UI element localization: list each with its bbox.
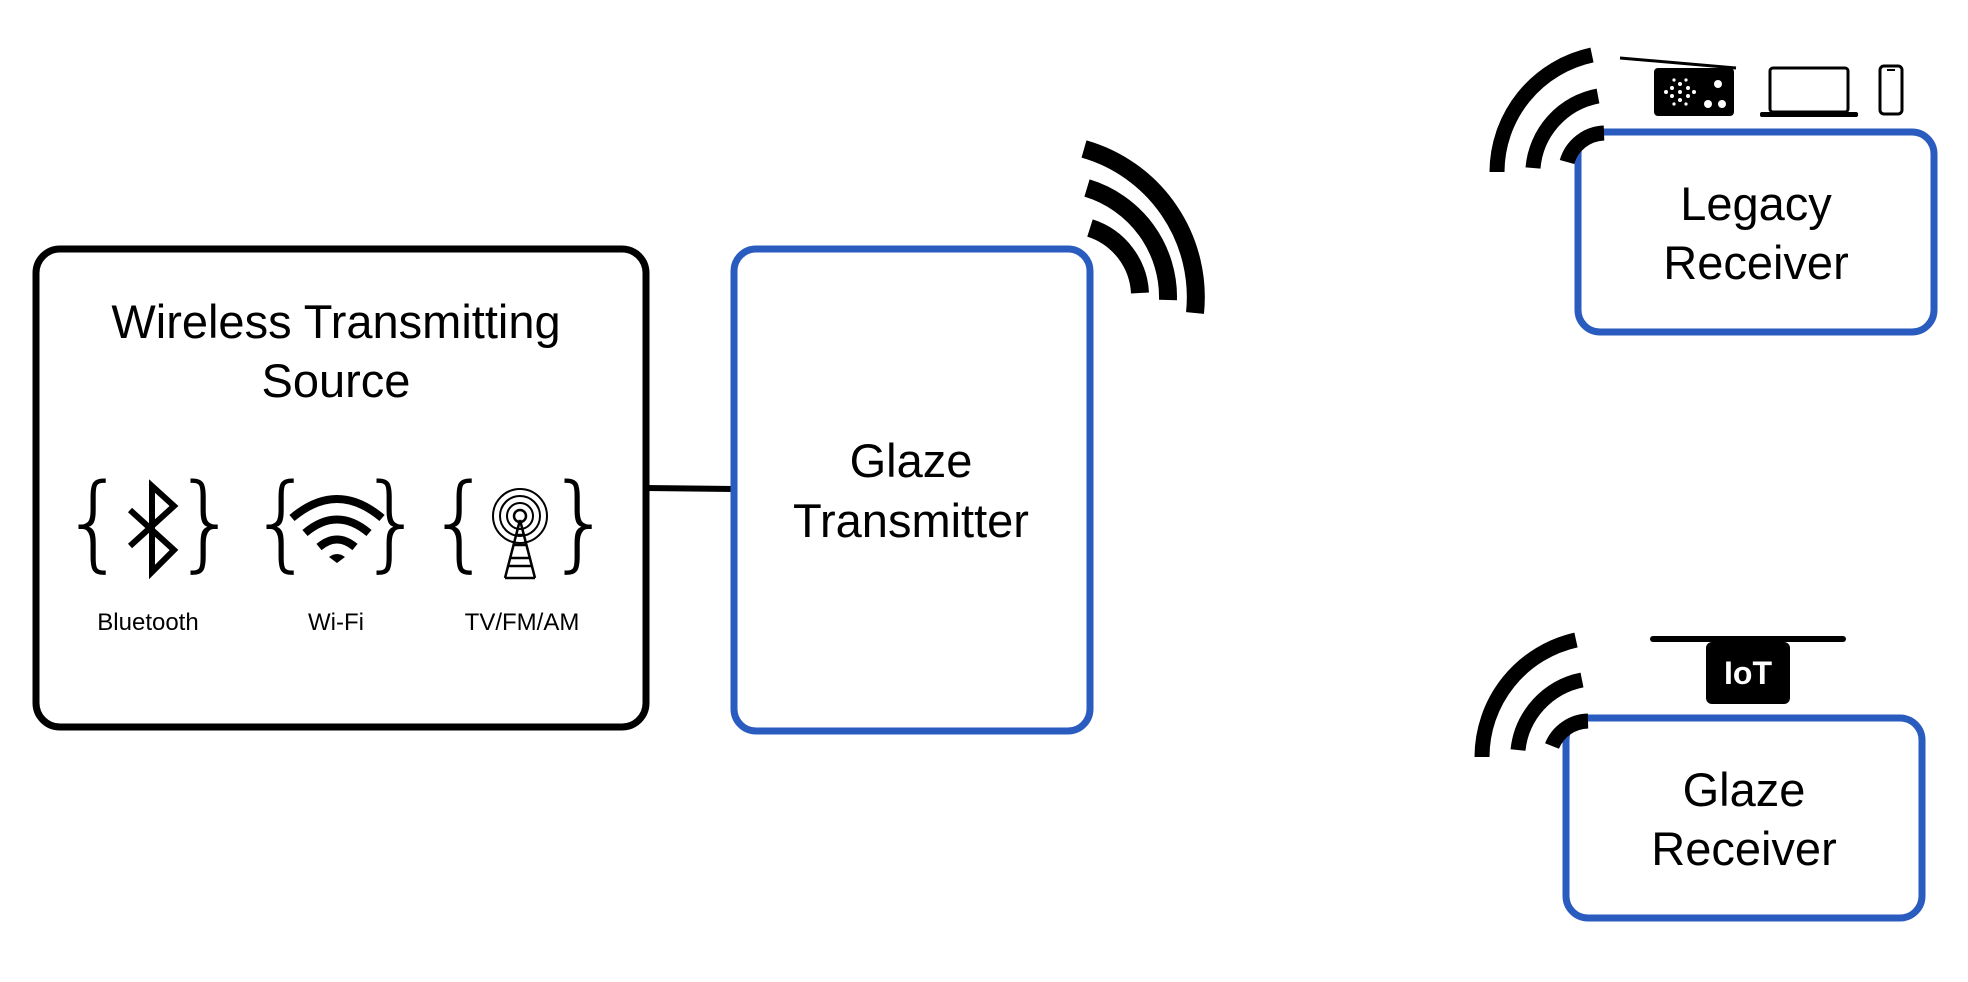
wireless-source-title-line2: Source: [262, 354, 411, 407]
bluetooth-icon: { }: [61, 461, 239, 583]
svg-text:}: }: [547, 461, 613, 583]
tv-fm-am-label: TV/FM/AM: [465, 609, 580, 636]
wifi-label: Wi-Fi: [308, 609, 364, 636]
legacy-signal-waves-icon: [1489, 47, 1605, 173]
glaze-receiver-title-line1: Glaze: [1683, 763, 1806, 816]
wireless-source-box: Wireless Transmitting Source { } Bluetoo…: [32, 245, 650, 731]
glaze-receiver-signal-waves-icon: [1474, 632, 1589, 758]
glaze-transmitter-title-line1: Glaze: [850, 434, 973, 487]
source-to-transmitter-connector: [645, 485, 735, 492]
bluetooth-label: Bluetooth: [97, 609, 198, 636]
glaze-transmitter-frame: [730, 245, 1094, 735]
laptop-icon: [1760, 66, 1858, 117]
phone-icon: [1878, 64, 1904, 116]
svg-text:{: {: [61, 461, 127, 583]
radio-tower-icon: { }: [427, 461, 613, 583]
glaze-receiver-frame: [1562, 714, 1926, 922]
glaze-transmitter-box: Glaze Transmitter: [730, 245, 1094, 735]
wifi-icon: { }: [249, 461, 425, 583]
iot-label: IoT: [1724, 655, 1772, 691]
svg-text:{: {: [427, 461, 493, 583]
svg-text:}: }: [173, 461, 239, 583]
radio-icon: [1619, 56, 1737, 116]
glaze-receiver-box: Glaze Receiver: [1562, 714, 1926, 922]
transmitter-signal-waves-icon: [1081, 140, 1205, 314]
svg-text:{: {: [249, 461, 315, 583]
legacy-receiver-title-line1: Legacy: [1680, 177, 1832, 230]
glaze-transmitter-title-line2: Transmitter: [793, 494, 1029, 547]
iot-device-icon: IoT: [1650, 636, 1846, 704]
legacy-receiver-box: Legacy Receiver: [1574, 128, 1938, 336]
legacy-receiver-title-line2: Receiver: [1663, 236, 1848, 289]
glaze-receiver-title-line2: Receiver: [1651, 822, 1836, 875]
wireless-source-title-line1: Wireless Transmitting: [111, 295, 560, 348]
svg-text:}: }: [359, 461, 425, 583]
legacy-receiver-frame: [1574, 128, 1938, 336]
